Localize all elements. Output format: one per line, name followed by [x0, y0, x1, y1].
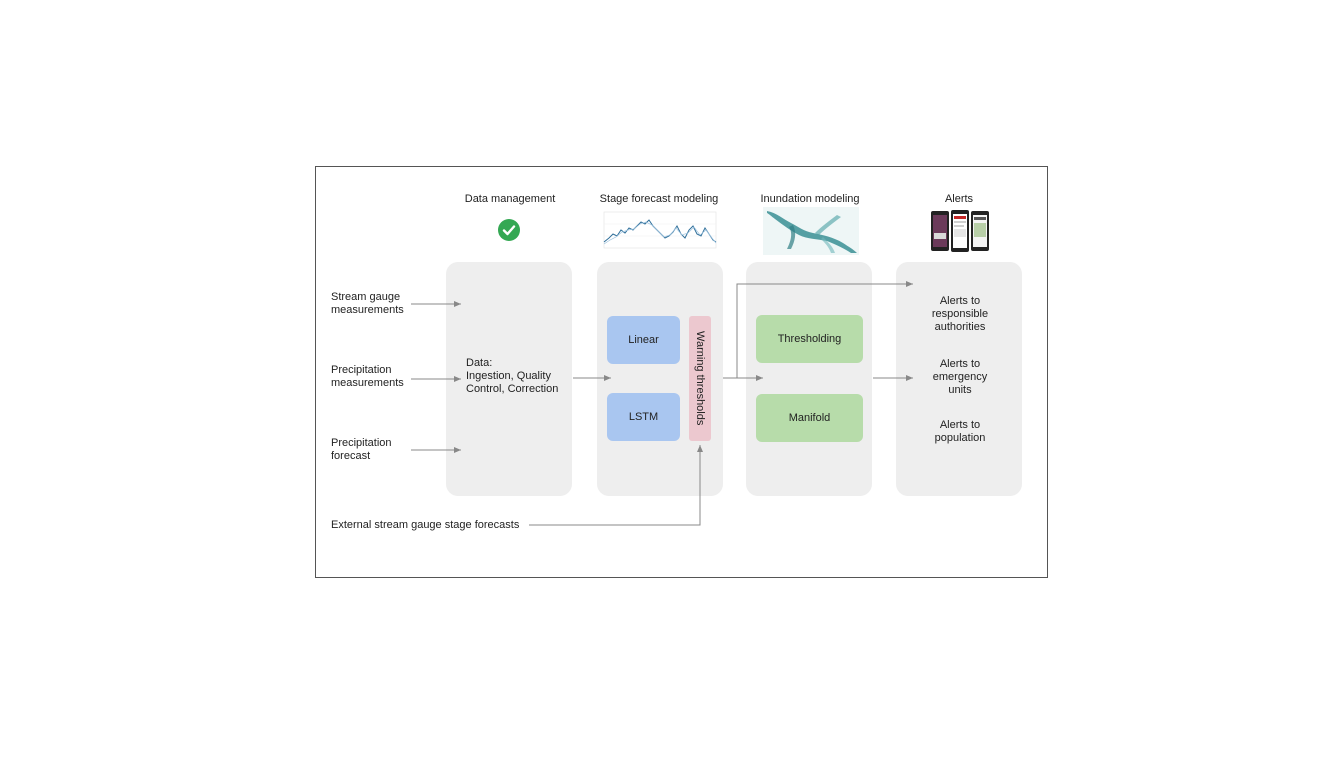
title-inundation: Inundation modeling	[760, 193, 860, 205]
check-circle-icon	[498, 219, 520, 241]
alert-emergency: Alerts to emergency units	[932, 358, 988, 396]
inundation-panel	[746, 262, 872, 496]
alerts-panel	[896, 262, 1022, 496]
linear-model-box: Linear	[607, 316, 680, 364]
hydrograph-thumbnail	[600, 208, 720, 252]
arrow-to-authorities	[736, 281, 913, 378]
warning-thresholds-label: Warning thresholds	[694, 331, 706, 426]
alert-authorities: Alerts to responsible authorities	[931, 295, 989, 333]
thresholding-box: Thresholding	[756, 315, 863, 363]
warning-thresholds-bar: Warning thresholds	[689, 316, 711, 441]
alert-population: Alerts to population	[934, 419, 986, 444]
input-precip-measurements: Precipitation measurements	[331, 364, 404, 389]
data-processing-label: Data: Ingestion, Quality Control, Correc…	[466, 357, 559, 395]
data-management-panel	[446, 262, 572, 496]
inundation-map-thumbnail	[763, 207, 859, 255]
input-external-forecasts: External stream gauge stage forecasts	[331, 519, 520, 531]
title-data-management: Data management	[464, 193, 556, 205]
lstm-model-box: LSTM	[607, 393, 680, 441]
input-precip-forecast: Precipitation forecast	[331, 437, 392, 462]
arrow-external-to-thresholds	[529, 445, 703, 526]
title-stage-forecast: Stage forecast modeling	[599, 193, 719, 205]
input-stream-gauge: Stream gauge measurements	[331, 291, 404, 316]
diagram-frame	[315, 166, 1048, 578]
title-alerts: Alerts	[944, 193, 974, 205]
manifold-box: Manifold	[756, 394, 863, 442]
phone-alerts-icon	[931, 210, 989, 252]
